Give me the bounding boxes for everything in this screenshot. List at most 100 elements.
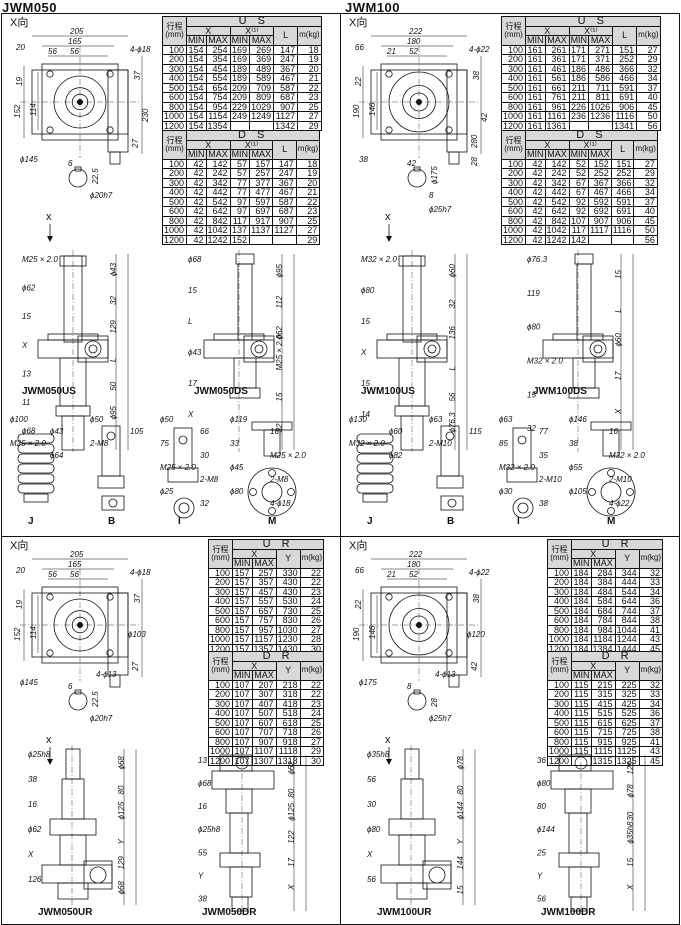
accessory-label: I (178, 516, 181, 527)
table-cell: 115 (571, 746, 592, 757)
table-cell: 107 (232, 727, 253, 738)
dimension-label: 4-ϕ13 (435, 670, 456, 679)
max-header: MAX (251, 558, 277, 569)
table-cell: 1000 (500, 111, 527, 122)
table-cell: 1325 (614, 755, 640, 766)
table-cell: 1242 (544, 234, 570, 245)
max-header: MAX (249, 35, 275, 46)
max-header: MAX (205, 149, 231, 160)
dimension-label: ϕ50 (160, 415, 174, 424)
table-cell: 200 (546, 689, 573, 700)
table-cell (249, 234, 274, 245)
dimension-label: 2-M10 (428, 439, 452, 448)
dimension-label: 280 (470, 134, 479, 149)
dimension-label: 165 (68, 37, 82, 46)
dimension-label: 37 (133, 71, 142, 80)
table-cell: 161 (525, 92, 546, 103)
series-title-jwm100: JWM100 (345, 0, 401, 15)
dimension-label: ϕ76.3 (448, 412, 457, 433)
dimension-label: 55 (198, 848, 207, 857)
dimension-label: 80 (287, 788, 296, 797)
table-cell: 157 (232, 615, 253, 626)
table-cell: 1042 (205, 225, 231, 236)
dimension-label: ϕ64 (50, 451, 64, 460)
table-cell: 21 (297, 73, 322, 84)
x-arrow-label: x (385, 734, 391, 746)
dimension-label: M25 × 2.0 (22, 255, 58, 264)
dimension-label: 15 (527, 390, 536, 399)
table-cell: 184 (571, 596, 592, 607)
table-cell: 754 (205, 92, 231, 103)
x-arrow-icon (386, 236, 392, 242)
table-cell: 154 (186, 111, 207, 122)
table-cell: 42 (525, 206, 546, 217)
table-cell: 29 (633, 168, 658, 179)
table-cell: 45 (638, 755, 664, 766)
table-cell: 515 (590, 708, 616, 719)
dimension-label: ϕ60 (614, 333, 623, 347)
dimension-label: 38 (539, 499, 548, 508)
table-cell: 152 (229, 234, 251, 245)
table-title: U R (571, 539, 664, 550)
dimension-label: 15 (361, 379, 370, 388)
min-header: MIN (232, 558, 253, 569)
dimension-label: 122 (287, 830, 296, 844)
table-cell: 26 (299, 615, 325, 626)
table-cell: 554 (205, 73, 231, 84)
dimension-label: 75 (160, 439, 169, 448)
dimension-label: X (287, 884, 296, 891)
dimension-label: 50 (109, 381, 118, 390)
dimension-label: 4-ϕ18 (130, 568, 151, 577)
dimension-label: 4-ϕ22 (469, 568, 490, 577)
dimension-label: 222 (408, 27, 423, 36)
dimension-label: 35 (539, 451, 548, 460)
table-cell (610, 234, 635, 245)
dimension-label: 190 (352, 104, 361, 118)
table-cell: 354 (205, 54, 231, 65)
table-cell: 107 (232, 755, 253, 766)
table-cell: 400 (500, 187, 527, 198)
l-header: L (273, 25, 299, 46)
dimension-label: X (360, 348, 367, 357)
dimension-label: ϕ80 (537, 779, 551, 788)
x-direction-label: X向 (349, 538, 367, 552)
table-cell: 57 (229, 168, 251, 179)
table-cell: 707 (251, 727, 277, 738)
stroke-header: 行程(mm) (500, 130, 527, 160)
dimension-label: 38 (472, 594, 481, 603)
table-cell: 1200 (500, 234, 527, 245)
dimension-label: 52 (409, 47, 418, 56)
dimension-label: Y (198, 871, 204, 880)
table-cell: 477 (249, 187, 274, 198)
dimension-label: 56 (48, 570, 57, 579)
dimension-label: ϕ175 (359, 678, 377, 687)
dimension-label: 80 (117, 785, 126, 794)
dimension-label: 16 (28, 800, 37, 809)
table-cell: 1244 (614, 634, 640, 645)
table-cell: 371 (588, 54, 614, 65)
dimension-label: 37 (133, 594, 142, 603)
table-cell: 1107 (251, 746, 277, 757)
table-cell: 315 (590, 689, 616, 700)
table-cell: 584 (590, 596, 616, 607)
table-cell: 1117 (588, 225, 612, 236)
mass-header: m(kg) (638, 660, 664, 681)
dimension-label: 22.5 (91, 691, 100, 708)
table-cell: 161 (525, 54, 546, 65)
dimension-label: ϕ35h8 (367, 750, 390, 759)
model-label: JWM100DS (533, 386, 587, 397)
table-cell: 242 (205, 168, 231, 179)
table-cell: 184 (571, 615, 592, 626)
